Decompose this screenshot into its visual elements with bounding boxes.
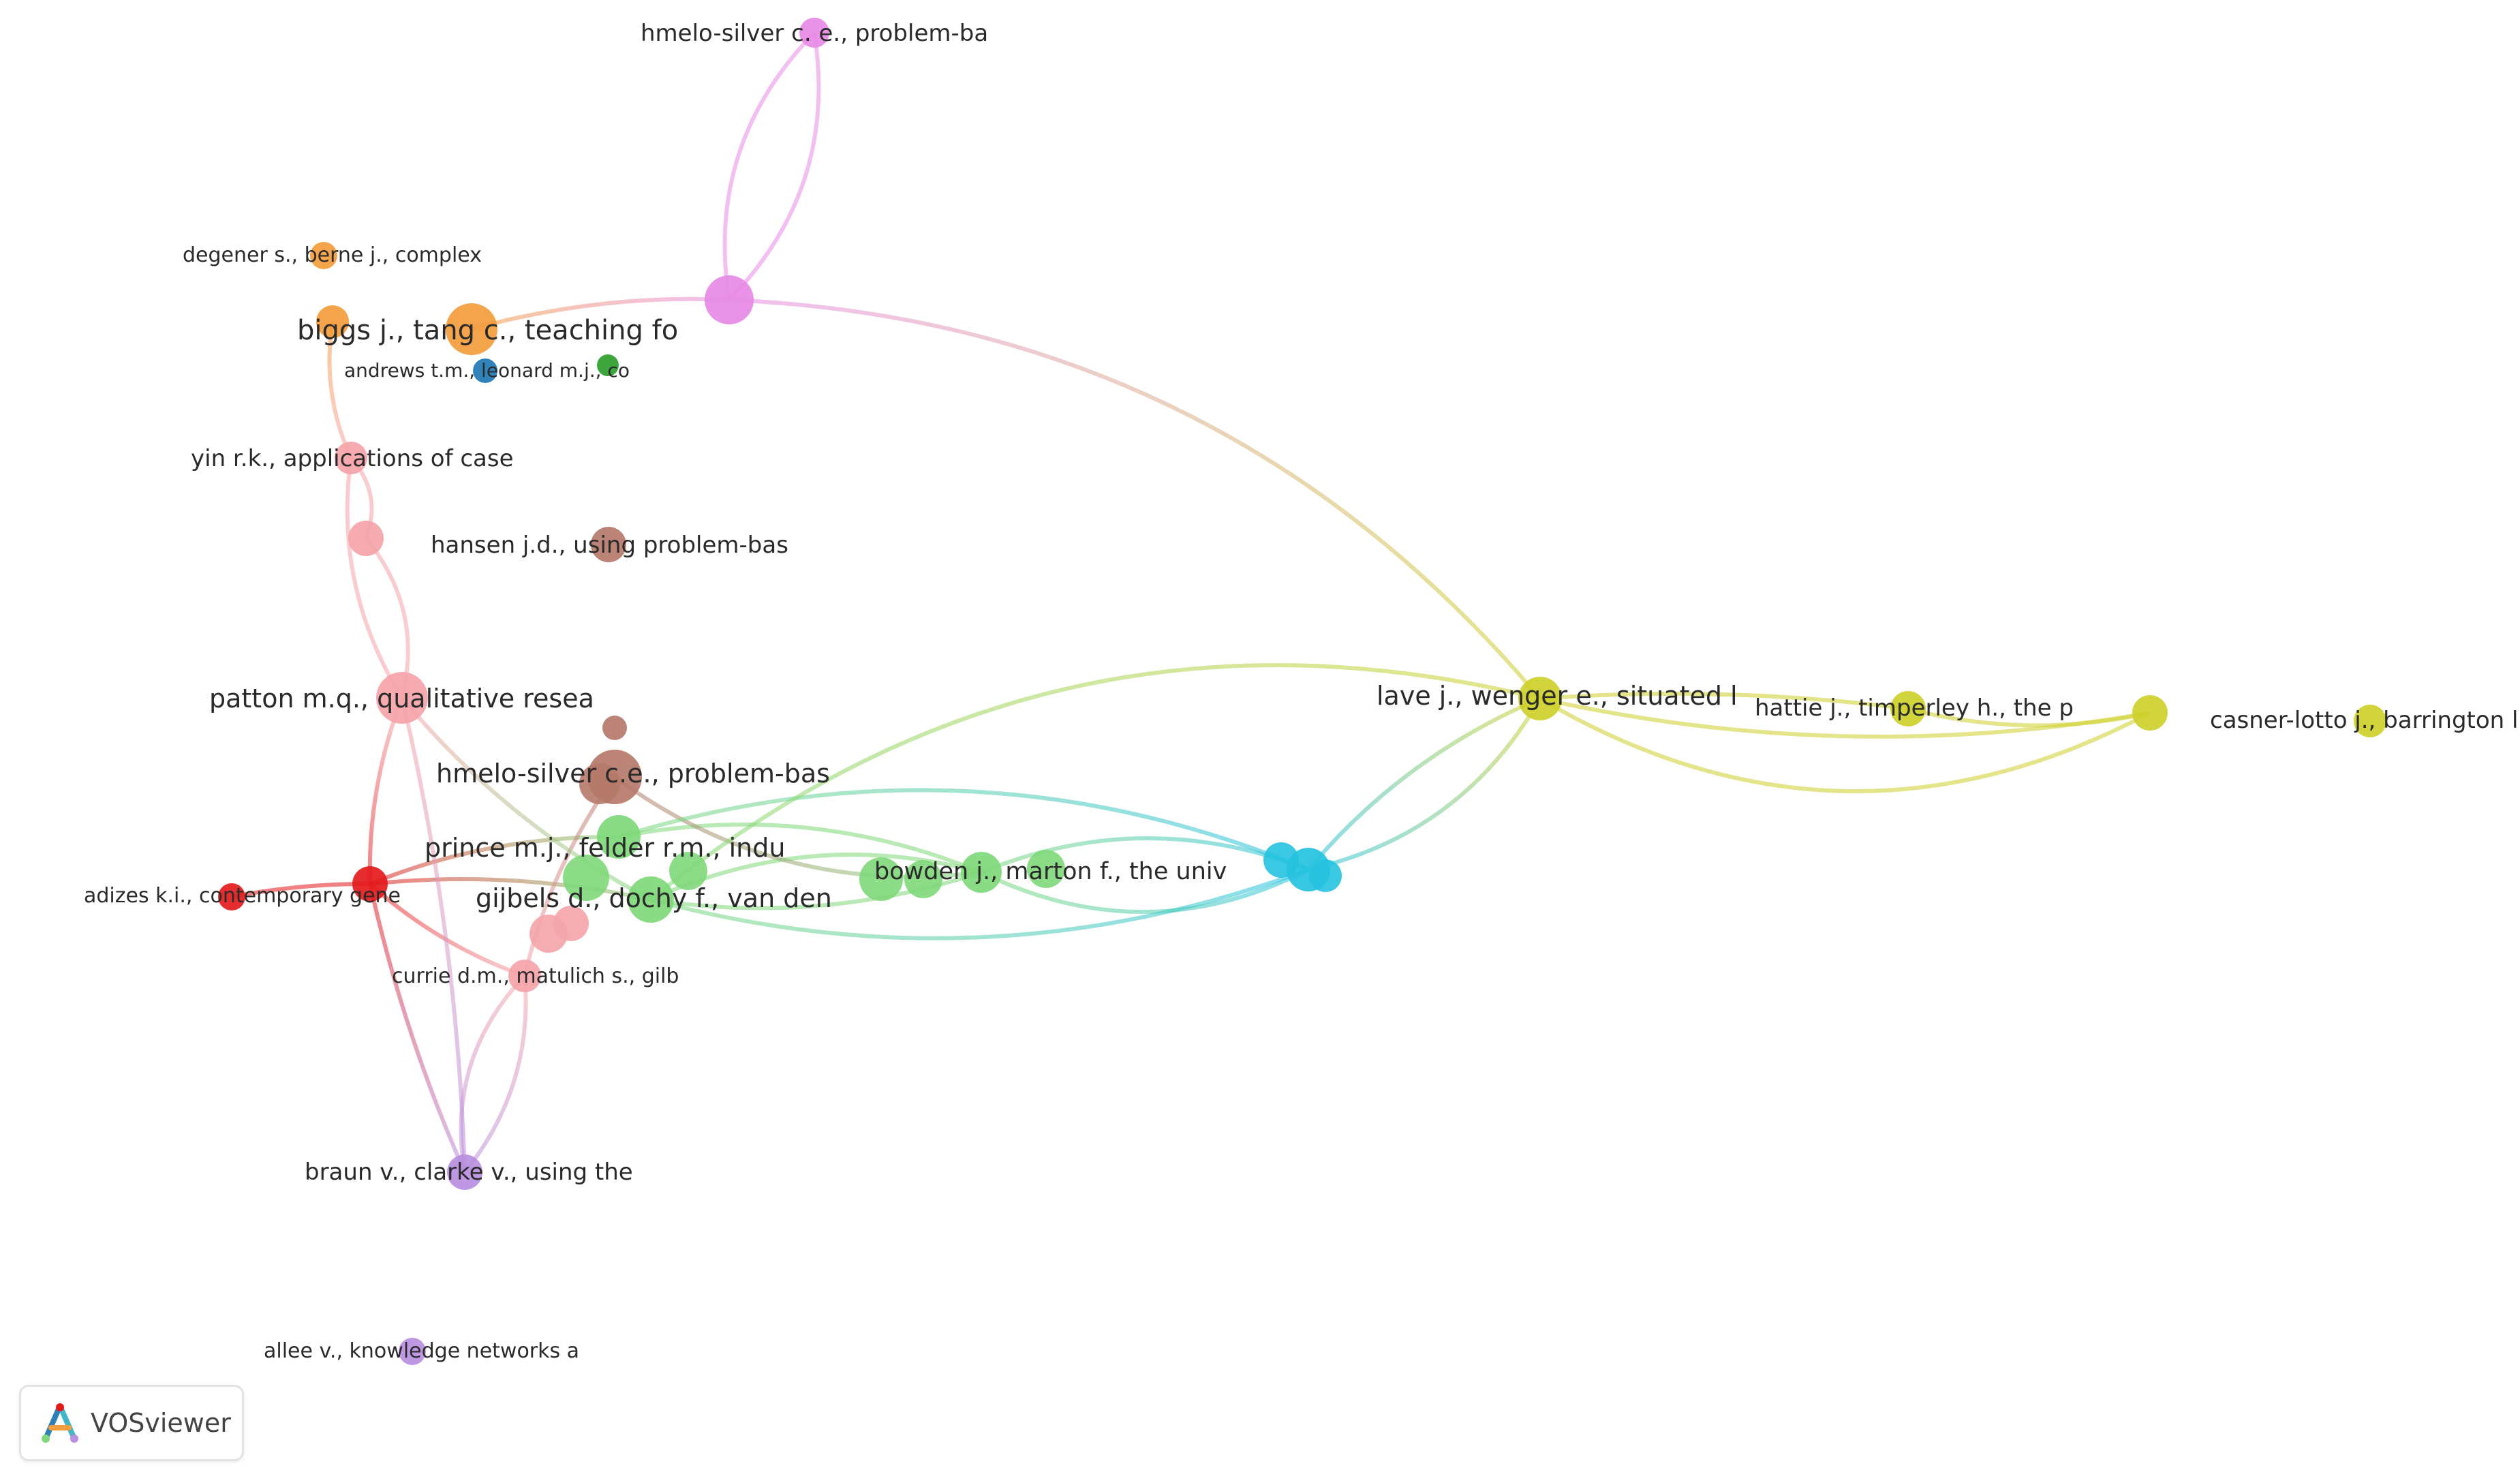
network-edge xyxy=(327,321,353,459)
network-edge xyxy=(650,868,1310,940)
network-node[interactable] xyxy=(352,866,388,902)
network-node[interactable] xyxy=(399,1338,426,1365)
node-label[interactable]: currie d.m., matulich s., gilb xyxy=(392,964,679,988)
network-node[interactable] xyxy=(473,358,497,383)
network-edge xyxy=(727,32,821,302)
node-label[interactable]: hattie j., timperley h., the p xyxy=(1755,694,2074,722)
node-label[interactable]: degener s., berne j., complex xyxy=(183,243,482,267)
node-label[interactable]: prince m.j., felder r.m., indu xyxy=(425,833,785,863)
network-node[interactable] xyxy=(447,1154,482,1190)
node-label[interactable]: lave j., wenger e., situated l xyxy=(1377,681,1738,711)
network-node[interactable] xyxy=(628,876,674,923)
node-label[interactable]: gijbels d., dochy f., van den xyxy=(476,883,832,913)
network-edge xyxy=(400,697,467,1173)
node-label[interactable]: hmelo-silver c.e., problem-bas xyxy=(436,759,830,788)
vosviewer-brand-label: VOSviewer xyxy=(91,1408,231,1438)
network-node[interactable] xyxy=(316,305,349,338)
network-edge xyxy=(463,975,528,1174)
node-label[interactable]: andrews t.m., leonard m.j., co xyxy=(344,359,630,382)
node-label[interactable]: biggs j., tang c., teaching fo xyxy=(297,315,678,346)
network-node[interactable] xyxy=(591,527,626,562)
node-label[interactable]: patton m.q., qualitative resea xyxy=(209,684,594,714)
network-node[interactable] xyxy=(553,906,589,941)
network-node[interactable] xyxy=(597,815,641,859)
network-edge xyxy=(368,882,525,978)
network-edge xyxy=(728,298,1542,700)
network-node[interactable] xyxy=(446,303,497,355)
network-edge xyxy=(367,696,404,885)
network-edge xyxy=(980,868,1310,914)
node-label[interactable]: adizes k.i., contemporary gene xyxy=(84,884,401,908)
network-node[interactable] xyxy=(597,354,619,376)
node-label[interactable]: braun v., clarke v., using the xyxy=(305,1159,633,1186)
network-edge xyxy=(1907,707,2151,728)
network-edge xyxy=(368,883,467,1174)
network-node[interactable] xyxy=(563,855,609,901)
network-node[interactable] xyxy=(961,852,1002,893)
network-node[interactable] xyxy=(376,672,428,724)
network-node[interactable] xyxy=(2354,705,2386,737)
node-label[interactable]: hmelo-silver c. e., problem-ba xyxy=(641,20,988,47)
edge-layer xyxy=(231,31,2151,1174)
network-edge xyxy=(1306,696,1541,871)
network-node[interactable] xyxy=(218,883,245,910)
node-layer xyxy=(218,18,2386,1365)
network-node[interactable] xyxy=(904,860,942,898)
network-edge xyxy=(1539,691,1909,711)
network-node[interactable] xyxy=(2132,695,2168,731)
vosviewer-logo-icon xyxy=(42,1403,78,1443)
network-node[interactable] xyxy=(859,857,903,901)
network-node[interactable] xyxy=(1287,848,1330,891)
network-edge xyxy=(649,663,1541,902)
node-label[interactable]: bowden j., marton f., the univ xyxy=(874,858,1227,885)
network-node[interactable] xyxy=(1890,691,1926,726)
network-edge xyxy=(980,836,1310,874)
network-node[interactable] xyxy=(508,960,541,992)
vosviewer-badge[interactable]: VOSviewer xyxy=(19,1385,244,1461)
network-edge xyxy=(618,822,983,874)
network-edge xyxy=(1308,697,1542,872)
node-label[interactable]: allee v., knowledge networks a xyxy=(264,1339,579,1363)
network-node[interactable] xyxy=(799,18,829,48)
network-edge xyxy=(400,696,652,902)
network-node[interactable] xyxy=(348,521,384,556)
network-edge xyxy=(459,974,527,1173)
network-edge xyxy=(722,31,816,301)
network-edge xyxy=(618,788,1310,872)
network-edge xyxy=(1539,696,2151,793)
network-node[interactable] xyxy=(705,275,754,324)
node-label[interactable]: yin r.k., applications of case xyxy=(191,445,514,472)
node-label[interactable]: hansen j.d., using problem-bas xyxy=(431,532,788,559)
node-label[interactable]: casner-lotto j., barrington l. xyxy=(2210,707,2520,734)
network-node[interactable] xyxy=(335,442,367,474)
network-node[interactable] xyxy=(602,716,627,740)
network-node[interactable] xyxy=(310,242,337,269)
network-edge xyxy=(345,457,404,699)
network-node[interactable] xyxy=(1027,850,1065,888)
network-edge xyxy=(471,296,730,331)
network-edge xyxy=(369,877,651,902)
network-edge xyxy=(369,834,619,886)
network-node[interactable] xyxy=(587,750,642,804)
network-node[interactable] xyxy=(669,852,707,890)
label-layer: hmelo-silver c. e., problem-ba degener s.… xyxy=(84,20,2520,1363)
network-node[interactable] xyxy=(1518,677,1562,720)
